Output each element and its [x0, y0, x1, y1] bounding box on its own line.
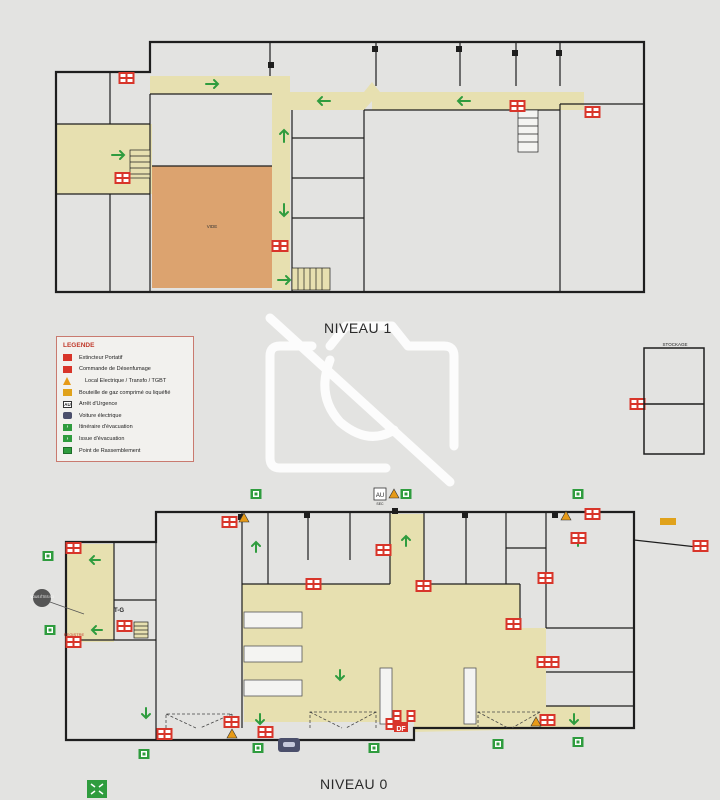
- legend-item-label: Point de Rassemblement: [79, 447, 141, 454]
- upper-evacuation-corridors: [56, 76, 584, 290]
- gas-bottle-icon: [63, 389, 72, 397]
- legend-item-label: Extincteur Portatif: [79, 354, 123, 361]
- upper-outer-walls: [54, 40, 646, 294]
- tgbt-label: T-G: [114, 608, 124, 614]
- legend-item: Commande de Désenfumage: [63, 364, 187, 376]
- assembly-point-icon: [87, 780, 107, 798]
- legend-item: › Itinéraire d'évacuation: [63, 422, 187, 434]
- legend-item: Extincteur Portatif: [63, 352, 187, 364]
- storage-annex: [643, 347, 705, 455]
- legend-item: Point de Rassemblement: [63, 445, 187, 457]
- legend-item: Voiture électrique: [63, 410, 187, 422]
- emergency-stop-label: AU: [376, 493, 384, 499]
- legend-item: Local Electrique / Transfo / TGBT: [63, 375, 187, 387]
- assembly-point-icon: [63, 447, 72, 455]
- legend-item: AU Arrêt d'Urgence: [63, 398, 187, 410]
- upper-evacuation-arrows: [111, 79, 471, 285]
- legend-item-label: Local Electrique / Transfo / TGBT: [85, 377, 167, 384]
- legend-item-label: Issue d'évacuation: [79, 435, 125, 442]
- sec-label: SEC: [376, 502, 384, 506]
- legend-item-label: Bouteille de gaz comprimé ou liquéfié: [79, 389, 171, 396]
- you-are-here-label: VOUS ÊTES ICI: [30, 594, 53, 599]
- register-label: REGISTRE: [64, 632, 85, 637]
- you-are-here-marker: [33, 589, 51, 607]
- electrical-hazard-icon: [63, 376, 71, 385]
- void-label: VIDE: [207, 224, 218, 229]
- smoke-control-label: DF: [396, 726, 406, 733]
- fire-extinguisher-icon: [63, 354, 72, 362]
- camera-watermark-icon: [265, 313, 459, 487]
- legend-item: Bouteille de gaz comprimé ou liquéfié: [63, 387, 187, 399]
- legend-panel: LEGENDE Extincteur Portatif Commande de …: [56, 336, 194, 462]
- evacuation-route-icon: ›: [63, 423, 72, 431]
- ground-stairs: [133, 621, 149, 639]
- level-0-title: NIVEAU 0: [320, 776, 388, 792]
- parking-bays: [243, 611, 477, 725]
- level-1-title: NIVEAU 1: [324, 320, 392, 336]
- electric-car-icon: [63, 412, 72, 420]
- smoke-control-icon: [63, 365, 72, 373]
- emergency-exit-icon: ›: [63, 435, 72, 443]
- void-area: [152, 166, 272, 288]
- legend-item-label: Arrêt d'Urgence: [79, 401, 118, 408]
- upper-stairs: [129, 109, 539, 291]
- storage-label: STOCKAGE: [663, 342, 688, 347]
- legend-item-label: Voiture électrique: [79, 412, 122, 419]
- ground-outer-walls: [64, 510, 636, 742]
- legend-item-label: Commande de Désenfumage: [79, 366, 151, 373]
- emergency-exits: [42, 489, 584, 798]
- emergency-stop-icon: AU: [63, 400, 72, 408]
- legend-item-label: Itinéraire d'évacuation: [79, 424, 133, 431]
- legend-item: › Issue d'évacuation: [63, 433, 187, 445]
- ground-equipment: [65, 487, 709, 752]
- legend-title: LEGENDE: [63, 342, 95, 349]
- ground-floor-plan: [64, 508, 707, 742]
- upper-floor-plan: [54, 40, 646, 294]
